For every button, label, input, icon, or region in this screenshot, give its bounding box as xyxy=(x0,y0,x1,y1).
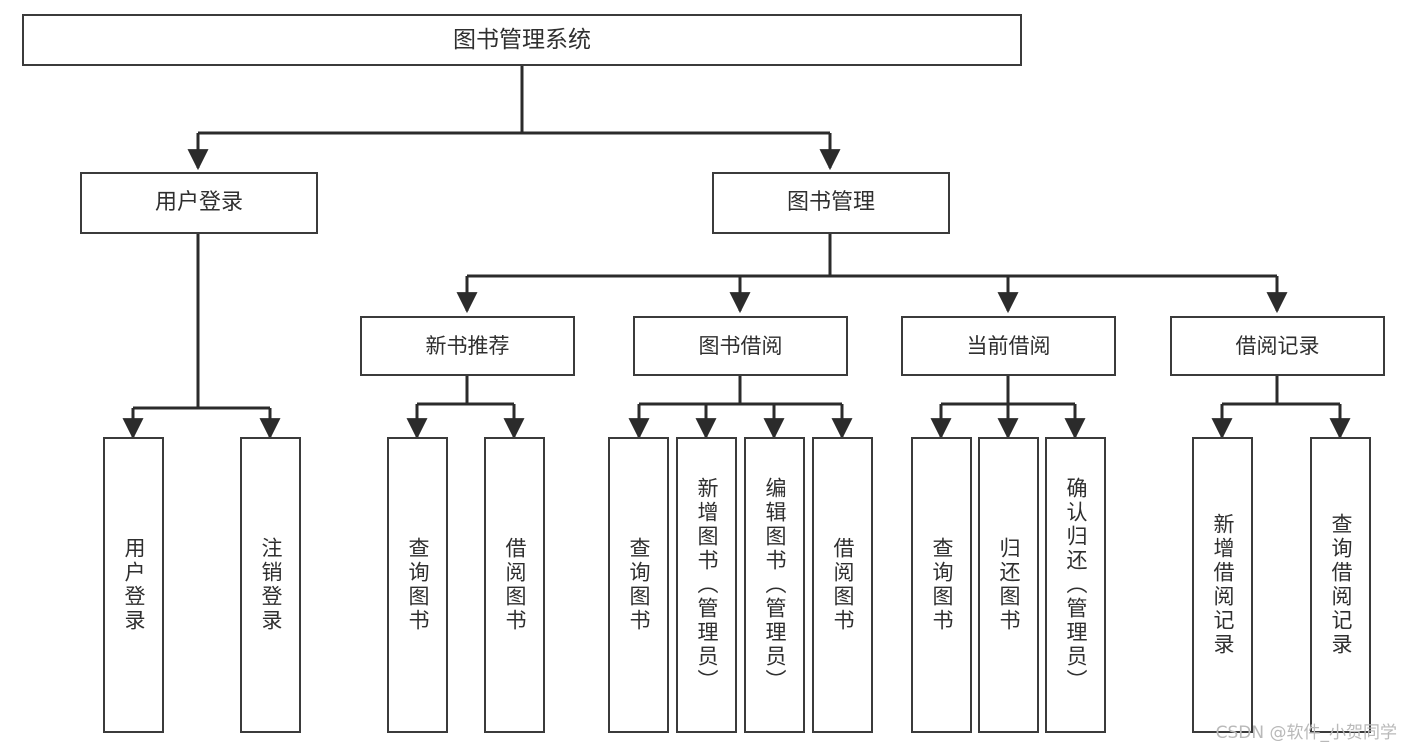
leaf-current-borrow-confirm-label: 确认归还（管理员） xyxy=(1064,477,1088,693)
node-user-login-label: 用户登录 xyxy=(154,190,243,215)
leaf-book-borrow-query-label: 查询图书 xyxy=(627,537,651,633)
leaf-current-borrow-return-label: 归还图书 xyxy=(997,537,1021,633)
leaf-user-login-logout[interactable]: 注销登录 xyxy=(240,437,301,733)
leaf-book-borrow-add-label: 新增图书（管理员） xyxy=(695,477,719,693)
node-root-label: 图书管理系统 xyxy=(453,26,591,53)
node-current-borrow-label: 当前借阅 xyxy=(966,333,1051,358)
node-borrow-record-label: 借阅记录 xyxy=(1235,333,1320,358)
leaf-book-borrow-edit[interactable]: 编辑图书（管理员） xyxy=(744,437,805,733)
leaf-book-borrow-edit-label: 编辑图书（管理员） xyxy=(763,477,787,693)
leaf-user-login-logout-label: 注销登录 xyxy=(259,537,283,633)
leaf-borrow-record-add[interactable]: 新增借阅记录 xyxy=(1192,437,1253,733)
leaf-current-borrow-query-label: 查询图书 xyxy=(930,537,954,633)
leaf-new-book-query[interactable]: 查询图书 xyxy=(387,437,448,733)
leaf-book-borrow-add[interactable]: 新增图书（管理员） xyxy=(676,437,737,733)
leaf-current-borrow-return[interactable]: 归还图书 xyxy=(978,437,1039,733)
leaf-new-book-borrow[interactable]: 借阅图书 xyxy=(484,437,545,733)
leaf-new-book-borrow-label: 借阅图书 xyxy=(503,537,527,633)
leaf-book-borrow-borrow[interactable]: 借阅图书 xyxy=(812,437,873,733)
node-borrow-record[interactable]: 借阅记录 xyxy=(1170,316,1385,376)
leaf-borrow-record-add-label: 新增借阅记录 xyxy=(1211,513,1235,657)
node-book-borrow-label: 图书借阅 xyxy=(698,333,783,358)
leaf-new-book-query-label: 查询图书 xyxy=(406,537,430,633)
leaf-current-borrow-confirm[interactable]: 确认归还（管理员） xyxy=(1045,437,1106,733)
leaf-book-borrow-borrow-label: 借阅图书 xyxy=(831,537,855,633)
leaf-user-login-login-label: 用户登录 xyxy=(122,537,146,633)
leaf-user-login-login[interactable]: 用户登录 xyxy=(103,437,164,733)
watermark: CSDN @软件_小贺同学 xyxy=(1215,723,1397,743)
node-book-borrow[interactable]: 图书借阅 xyxy=(633,316,848,376)
node-root-system[interactable]: 图书管理系统 xyxy=(22,14,1022,66)
node-new-book-recommend-label: 新书推荐 xyxy=(425,333,510,358)
node-new-book-recommend[interactable]: 新书推荐 xyxy=(360,316,575,376)
leaf-book-borrow-query[interactable]: 查询图书 xyxy=(608,437,669,733)
leaf-borrow-record-query-label: 查询借阅记录 xyxy=(1329,513,1353,657)
node-current-borrow[interactable]: 当前借阅 xyxy=(901,316,1116,376)
node-book-management[interactable]: 图书管理 xyxy=(712,172,950,234)
leaf-borrow-record-query[interactable]: 查询借阅记录 xyxy=(1310,437,1371,733)
node-book-management-label: 图书管理 xyxy=(786,190,875,215)
node-user-login[interactable]: 用户登录 xyxy=(80,172,318,234)
leaf-current-borrow-query[interactable]: 查询图书 xyxy=(911,437,972,733)
